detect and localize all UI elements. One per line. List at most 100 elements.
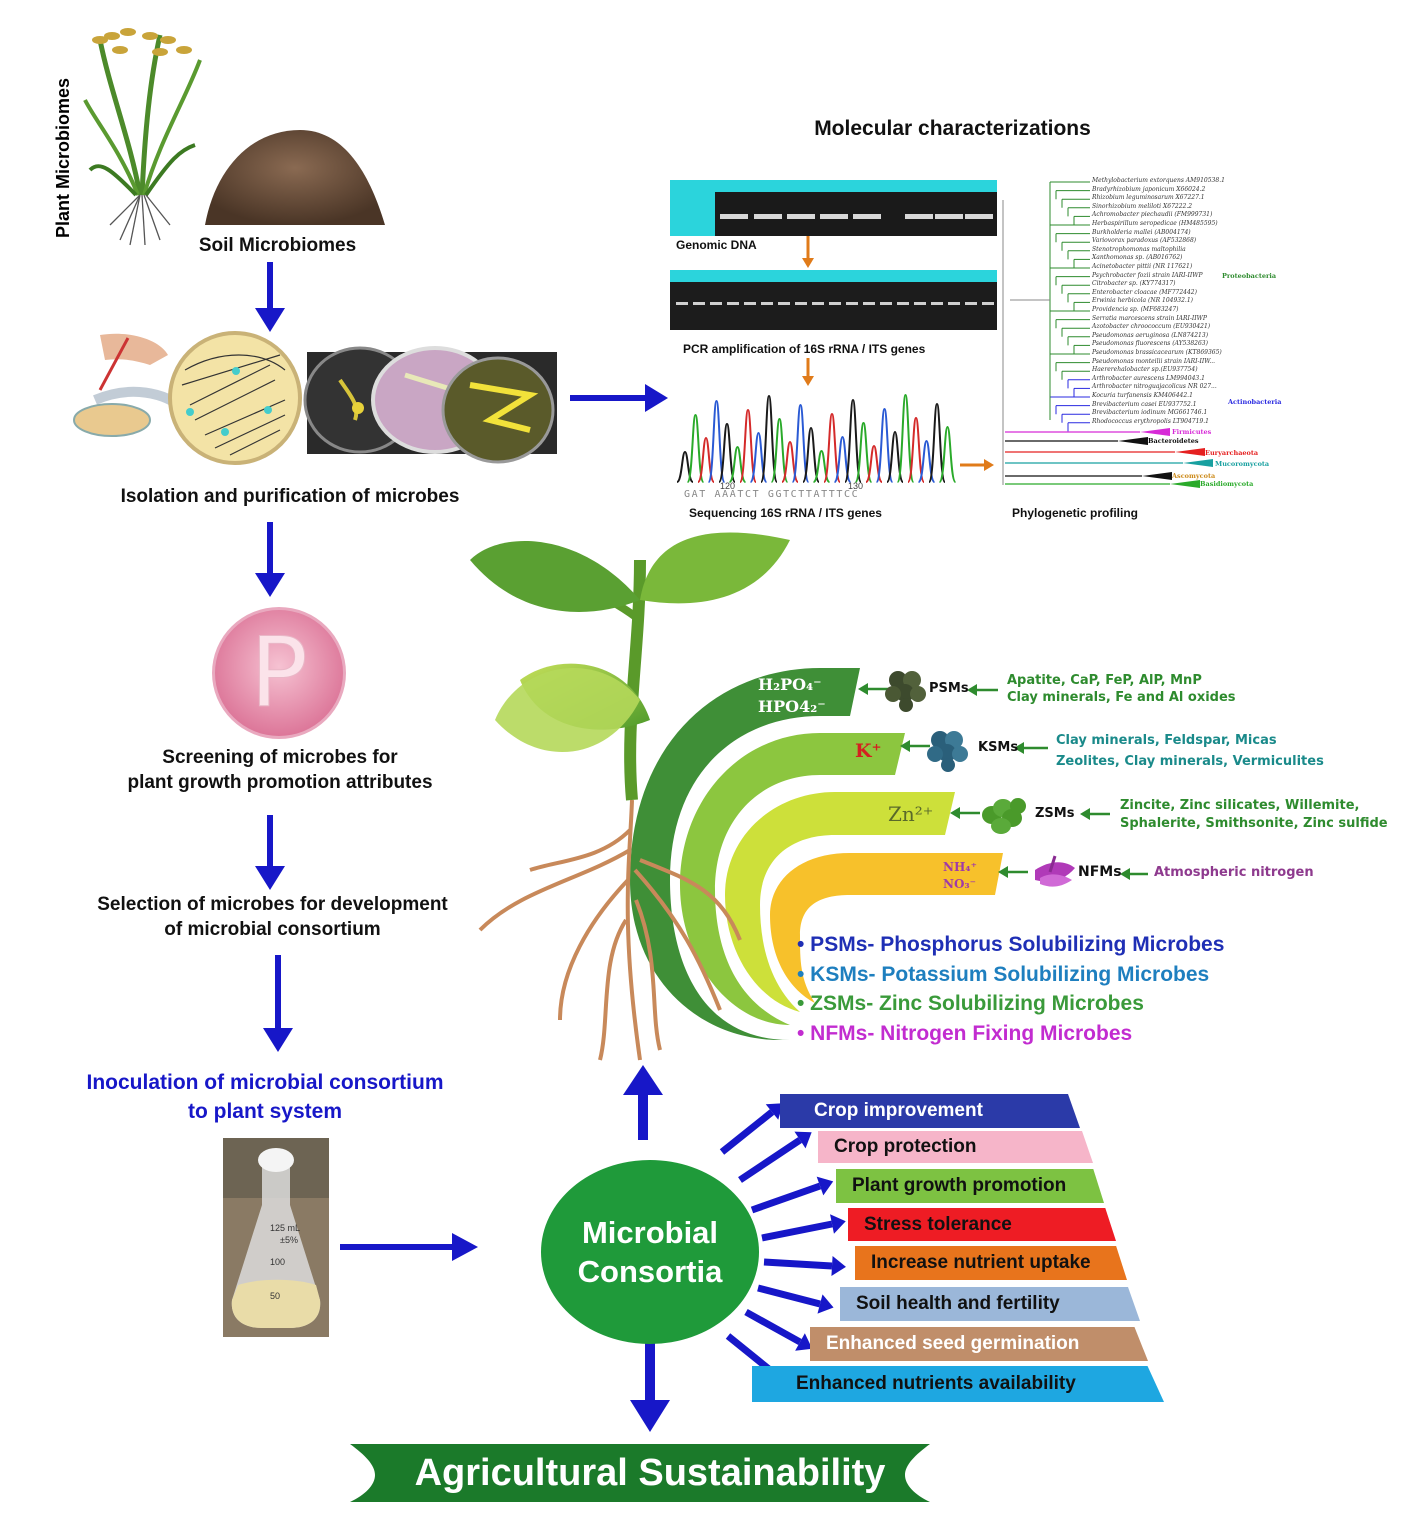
selection-line2: of microbial consortium bbox=[164, 919, 381, 940]
tree-taxon-label: Pseudomonas monteilii strain IARI-IIW... bbox=[1092, 357, 1216, 365]
tree-taxon-label: Herbaspirillum seropedicae (HM485595) bbox=[1092, 220, 1218, 227]
psm-label: PSMs bbox=[929, 681, 969, 696]
ksm-microbe-icon bbox=[927, 731, 968, 772]
benefit-arrows bbox=[719, 1103, 846, 1383]
benefit-label: Enhanced nutrients availability bbox=[796, 1373, 1076, 1394]
tree-taxon-label: Arthrobacter nitroguajacolicus NR 027... bbox=[1092, 383, 1217, 391]
chromatogram-peak bbox=[896, 393, 915, 483]
zsm-sources: Zincite, Zinc silicates, Willemite, Spha… bbox=[1120, 797, 1388, 833]
consortia-line2: Consortia bbox=[577, 1254, 723, 1289]
selection-line1: Selection of microbes for development bbox=[97, 894, 448, 915]
nfm-label: NFMs bbox=[1078, 864, 1122, 880]
chromatogram-peak bbox=[802, 426, 820, 483]
benefit-arrow bbox=[750, 1182, 822, 1214]
pcr-band bbox=[727, 302, 739, 305]
tree-taxon-label: Enterobacter cloacae (MF772442) bbox=[1092, 288, 1197, 296]
benefit-bar: Plant growth promotion bbox=[836, 1169, 1104, 1203]
pcr-band bbox=[676, 302, 688, 305]
flask-mark-50: 50 bbox=[270, 1291, 281, 1301]
band-ion-phosphate-2: HPO4₂⁻ bbox=[758, 697, 826, 716]
tree-taxon-label: Brevibacterium iodinum MG661746.1 bbox=[1092, 409, 1208, 417]
sequencing-caption: Sequencing 16S rRNA / ITS genes bbox=[689, 506, 882, 520]
tree-taxon-label: Pseudomonas fluorescens (AY538263) bbox=[1092, 340, 1208, 348]
tree-taxon-label: Psychrobacter fozii strain IARI-IIWP bbox=[1092, 271, 1203, 279]
pcr-band bbox=[744, 302, 756, 305]
benefit-label: Crop protection bbox=[834, 1136, 977, 1157]
legend-zsm: • ZSMs- Zinc Solubilizing Microbes bbox=[797, 992, 1144, 1015]
benefit-bar: Enhanced seed germination bbox=[810, 1327, 1148, 1361]
legend-ksm: • KSMs- Potassium Solubilizing Microbes bbox=[797, 962, 1210, 986]
chromatogram-peak bbox=[928, 402, 946, 483]
zsm-label: ZSMs bbox=[1035, 806, 1075, 821]
band-ion-ammonium: NH₄⁺ bbox=[943, 860, 977, 874]
streak-plate-illustration bbox=[73, 331, 302, 465]
chromatogram-peak bbox=[844, 398, 862, 483]
pcr-band bbox=[982, 302, 994, 305]
chromatogram-peak bbox=[707, 399, 726, 483]
benefit-bar: Crop improvement bbox=[780, 1094, 1080, 1128]
seq-position-130: 130 bbox=[848, 481, 864, 491]
tree-taxon-label: Sinorhizobium meliloti X67222.2 bbox=[1092, 202, 1193, 210]
tree-taxon-label: Stenotrophomonas maltophilia bbox=[1092, 245, 1186, 253]
benefit-arrow bbox=[763, 1258, 833, 1270]
tree-taxon-label: Bradyrhizobium japonicum X66024.2 bbox=[1092, 185, 1206, 193]
phylogenetic-tree bbox=[1002, 181, 1213, 488]
inoculation-line1: Inoculation of microbial consortium bbox=[86, 1071, 444, 1094]
benefit-label: Stress tolerance bbox=[864, 1213, 1012, 1235]
benefit-bar: Crop protection bbox=[818, 1131, 1093, 1163]
chromatogram-peak bbox=[739, 408, 757, 483]
tree-group-label: Firmicutes bbox=[1172, 428, 1212, 436]
band-ion-phosphate-1: H₂PO₄⁻ bbox=[758, 675, 822, 694]
pcr-caption: PCR amplification of 16S rRNA / ITS gene… bbox=[683, 342, 926, 356]
chromatogram-peak bbox=[907, 416, 925, 483]
pcr-gel-image bbox=[670, 270, 997, 330]
chromatogram-peak bbox=[770, 417, 789, 483]
benefit-arrow bbox=[761, 1220, 833, 1242]
tree-taxon-label: Arthrobacter aurescens LM994043.1 bbox=[1092, 374, 1205, 382]
tree-taxon-label: Haererehalobacter sp.(EU937754) bbox=[1092, 366, 1198, 374]
pcr-band bbox=[846, 302, 858, 305]
microbial-consortia-circle: Microbial Consortia bbox=[541, 1160, 759, 1344]
benefit-bar: Stress tolerance bbox=[848, 1208, 1116, 1241]
pcr-band bbox=[829, 302, 841, 305]
tree-taxon-label: Erwinia herbicola (NR 104932.1) bbox=[1092, 297, 1193, 305]
phylogenetic-caption: Phylogenetic profiling bbox=[1012, 506, 1139, 520]
pcr-band bbox=[931, 302, 943, 305]
plant-roots bbox=[478, 799, 742, 1061]
ksm-label: KSMs bbox=[978, 740, 1019, 755]
band-ion-zinc: Zn²⁺ bbox=[888, 802, 934, 826]
benefit-label: Increase nutrient uptake bbox=[871, 1252, 1091, 1273]
microbe-legend: • PSMs- Phosphorus Solubilizing Microbes… bbox=[797, 930, 1224, 1048]
benefit-arrow bbox=[719, 1109, 775, 1155]
benefit-label: Crop improvement bbox=[814, 1100, 983, 1121]
soil-heap-illustration bbox=[205, 130, 385, 225]
tree-taxon-label: Burkholderia mallei (AB004174) bbox=[1092, 228, 1191, 236]
tree-group-label: Euryarchaeota bbox=[1205, 449, 1259, 457]
consortia-line1: Microbial bbox=[581, 1215, 719, 1250]
legend-nfm: • NFMs- Nitrogen Fixing Microbes bbox=[797, 1021, 1133, 1045]
tree-taxon-label: Kocuria turfanensis KM406442.1 bbox=[1092, 392, 1193, 399]
pcr-band bbox=[914, 302, 926, 305]
sustainability-banner bbox=[350, 1444, 930, 1502]
benefit-label: Soil health and fertility bbox=[856, 1293, 1060, 1314]
benefit-label: Enhanced seed germination bbox=[826, 1333, 1080, 1354]
pcr-band bbox=[897, 302, 909, 305]
soil-microbiomes-label: Soil Microbiomes bbox=[198, 235, 357, 256]
chromatogram-peak bbox=[875, 407, 894, 483]
isolation-label: Isolation and purification of microbes bbox=[120, 486, 460, 507]
rice-plant-illustration bbox=[83, 28, 202, 246]
molecular-title: Molecular characterizations bbox=[814, 117, 1091, 140]
seq-bases: GAT AAATCT GGTCTTATTTCC bbox=[684, 489, 860, 500]
chromatogram-peak bbox=[854, 421, 873, 483]
screening-label: Screening of microbes for plant growth p… bbox=[90, 745, 470, 795]
flask-mark-125: 125 mL bbox=[270, 1223, 301, 1233]
benefit-bar: Soil health and fertility bbox=[840, 1287, 1140, 1321]
tree-taxon-label: Variovorax paradoxus (AF532868) bbox=[1092, 237, 1197, 245]
pcr-band bbox=[965, 302, 977, 305]
sequencing-chromatogram bbox=[676, 393, 957, 483]
tree-taxon-label: Achromobacter piechaudii (FM999731) bbox=[1092, 211, 1213, 219]
legend-psm: • PSMs- Phosphorus Solubilizing Microbes bbox=[797, 933, 1225, 956]
tree-taxon-label: Serratia marcescens strain IARI-IIWP bbox=[1092, 314, 1207, 322]
psm-microbe-icon bbox=[885, 671, 926, 712]
